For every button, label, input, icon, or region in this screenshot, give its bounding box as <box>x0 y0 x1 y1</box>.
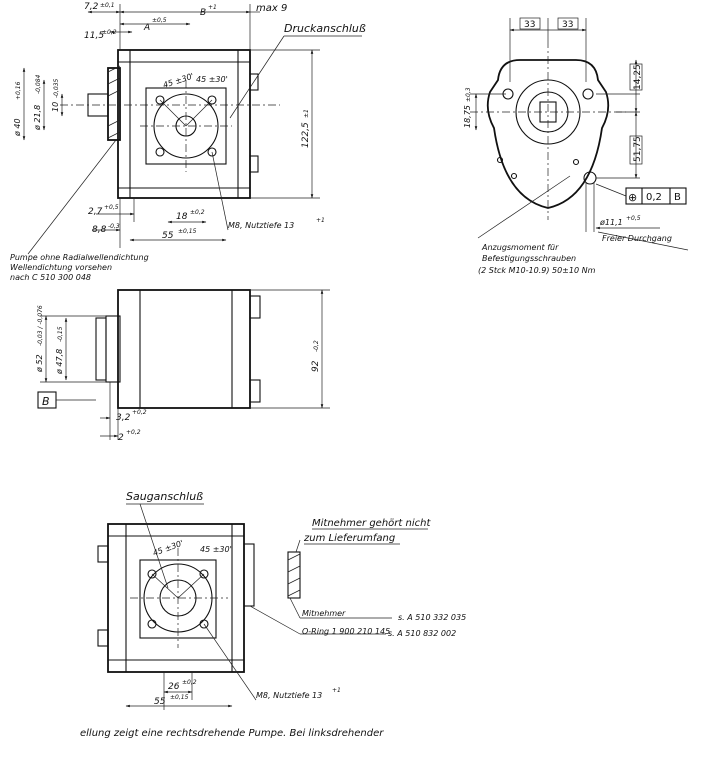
svg-text:+0,2: +0,2 <box>132 409 147 416</box>
dim-33-b: 33 <box>562 20 573 30</box>
dim-18-75: 18,75 <box>463 105 472 128</box>
position-tolerance-frame <box>625 187 687 205</box>
angle-45-c: 45 ±30' <box>152 539 185 558</box>
svg-text:±0,5: ±0,5 <box>152 17 167 24</box>
druckanschluss-label: Druckanschluß <box>284 22 366 35</box>
svg-text:+0,16: +0,16 <box>15 81 22 100</box>
dim-7-2: 7,2 <box>84 2 99 12</box>
svg-text:-0,2: -0,2 <box>313 340 320 352</box>
mitnehmer-note-line1: Mitnehmer gehört nicht <box>312 518 431 529</box>
dim-122-5: 122,5 <box>301 122 311 148</box>
svg-text:±0,2: ±0,2 <box>182 679 197 686</box>
svg-text:+0,5: +0,5 <box>626 215 641 222</box>
dim-33-a: 33 <box>524 20 535 30</box>
oring-label: O-Ring 1 900 210 145 <box>302 627 390 636</box>
dim-2: 2 <box>118 433 124 443</box>
svg-text:-0,084: -0,084 <box>35 74 42 94</box>
pump-body-outline <box>117 49 251 199</box>
dim-14-25: 14,25 <box>633 64 643 90</box>
svg-text:+1: +1 <box>208 4 217 11</box>
svg-text:+0,5: +0,5 <box>104 204 119 211</box>
svg-text:+1: +1 <box>316 217 325 224</box>
dim-phi40: ø 40 <box>13 118 22 137</box>
torque-line2: Befestigungsschrauben <box>482 254 576 263</box>
sauganschluss-label: Sauganschluß <box>126 490 203 503</box>
top-view: 7,2 ±0,1 11,5 ±0,2 A ±0,5 B +1 max 9 Dru… <box>10 2 366 282</box>
svg-text:±0,2: ±0,2 <box>102 29 117 36</box>
svg-text:-0,3: -0,3 <box>108 223 120 230</box>
dim-3-2: 3,2 <box>116 413 131 423</box>
footer-text: ellung zeigt eine rechtsdrehende Pumpe. … <box>80 728 384 739</box>
dim-phi52: ø 52 <box>35 354 44 373</box>
dim-18: 18 <box>176 212 188 222</box>
svg-text:±0,15: ±0,15 <box>170 694 189 701</box>
tol-frame-value: 0,2 <box>646 192 662 203</box>
dim-8-8: 8,8 <box>92 225 107 235</box>
pressure-port-circle <box>153 93 219 159</box>
tol-frame-datum: B <box>674 192 681 203</box>
note-line2: Wellendichtung vorsehen <box>10 263 112 272</box>
svg-text:±0,2: ±0,2 <box>190 209 205 216</box>
dim-phi47-8: ø 47,8 <box>55 349 64 375</box>
dim-11-5: 11,5 <box>84 31 104 41</box>
note-line3: nach C 510 300 048 <box>10 273 91 282</box>
m8-label-bottom: M8, Nutztiefe 13 <box>256 691 322 700</box>
bottom-view: Sauganschluß 45 ±30' 45 ±30' Mitnehmer g… <box>97 490 466 710</box>
mitnehmer-ref: s. A 510 332 035 <box>398 613 466 622</box>
side-body-outline <box>117 289 251 409</box>
dim-92: 92 <box>311 360 321 372</box>
mitnehmer-label: Mitnehmer <box>302 609 346 618</box>
dim-max9: max 9 <box>256 3 287 14</box>
torque-line3: (2 Stck M10-10.9) 50±10 Nm <box>478 266 596 275</box>
dim-55: 55 <box>162 231 174 241</box>
mitnehmer-note-line2: zum Lieferumfang <box>303 533 395 544</box>
tol-frame-symbol: ⊕ <box>628 191 637 204</box>
svg-text:±0,1: ±0,1 <box>100 2 115 9</box>
oring-ref: s. A 510 832 002 <box>388 629 456 638</box>
flange-outline <box>486 59 610 209</box>
svg-text:+0,2: +0,2 <box>126 429 141 436</box>
angle-45-a: 45 ±30' <box>162 72 195 90</box>
svg-text:±0,3: ±0,3 <box>465 87 472 102</box>
torque-line1: Anzugsmoment für <box>481 243 559 252</box>
datum-B: B <box>42 395 50 408</box>
angle-45-b: 45 ±30' <box>196 75 228 84</box>
m8-label-top: M8, Nutztiefe 13 <box>228 221 294 230</box>
svg-text:-0,03 / -0,076: -0,03 / -0,076 <box>37 305 44 346</box>
dim-B: B <box>200 8 206 18</box>
dim-phi11-1: ø11,1 <box>599 218 623 227</box>
angle-45-d: 45 ±30' <box>200 545 232 554</box>
mitnehmer-part <box>287 551 301 599</box>
dim-51-75: 51,75 <box>633 136 643 162</box>
svg-text:-0,15: -0,15 <box>57 326 64 342</box>
dim-26: 26 <box>168 682 180 692</box>
dim-2-7: 2,7 <box>88 207 103 217</box>
dim-55-bottom: 55 <box>154 697 166 707</box>
side-view: 92 -0,2 ø 52 -0,03 / -0,076 ø 47,8 -0,15… <box>35 289 330 443</box>
dim-A: A <box>143 23 150 33</box>
freier-durchgang: Freier Durchgang <box>602 234 672 243</box>
dim-phi21-8: ø 21,8 <box>33 105 42 131</box>
svg-text:+1: +1 <box>332 687 341 694</box>
right-view: 33 33 14,25 51,75 18,75 ±0,3 ⊕ 0,2 B ø11… <box>463 17 689 275</box>
svg-text:±0,15: ±0,15 <box>178 228 197 235</box>
svg-text:-0,035: -0,035 <box>53 78 60 98</box>
svg-text:±1: ±1 <box>303 109 310 118</box>
dim-10: 10 <box>51 102 60 112</box>
note-line1: Pumpe ohne Radialwellendichtung <box>10 253 149 262</box>
